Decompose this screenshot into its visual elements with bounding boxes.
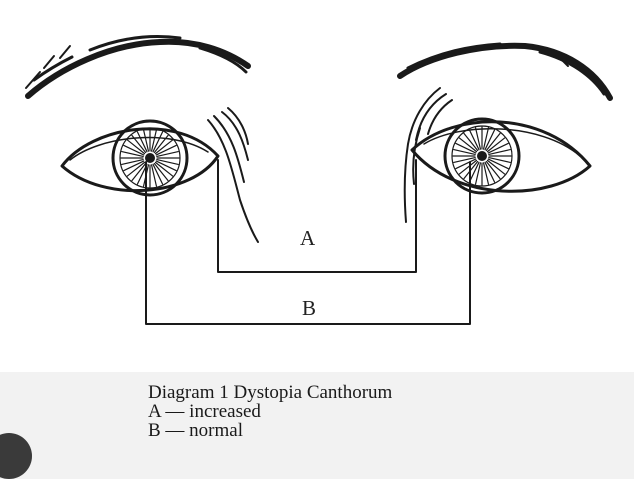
caption-title: Diagram 1 Dystopia Canthorum	[148, 382, 393, 403]
iris-ray	[453, 148, 476, 156]
iris-ray	[154, 161, 174, 177]
iris-ray	[123, 144, 145, 156]
right-canthus-lines	[403, 87, 453, 223]
iris-ray	[156, 150, 179, 158]
iris-ray	[488, 148, 511, 156]
iris-ray	[153, 134, 169, 154]
iris-ray	[121, 150, 144, 158]
iris-ray	[484, 129, 496, 151]
iris-ray	[152, 163, 164, 185]
eyes-illustration	[25, 35, 613, 325]
iris-ray	[126, 139, 146, 155]
iris-ray	[155, 144, 177, 156]
iris-ray	[142, 129, 150, 152]
label-b: B	[302, 296, 317, 320]
iris-ray	[482, 127, 490, 150]
iris-ray	[455, 158, 477, 170]
iris-ray	[463, 132, 479, 152]
iris-ray	[482, 162, 490, 185]
iris-ray	[455, 142, 477, 154]
iris-ray	[474, 162, 482, 185]
iris-ray	[123, 160, 145, 172]
iris-ray	[154, 139, 174, 155]
iris-ray	[152, 131, 164, 153]
iris-ray	[458, 137, 478, 153]
iris-ray	[486, 137, 506, 153]
iris-ray	[485, 160, 501, 180]
iris-ray	[486, 159, 506, 175]
iris-ray	[150, 129, 158, 152]
iris-ray	[458, 159, 478, 175]
iris-ray	[150, 164, 158, 187]
left-eye	[60, 119, 220, 197]
left-eyebrow	[25, 35, 251, 99]
right-eye	[410, 117, 592, 195]
right-eyebrow	[397, 42, 613, 101]
iris-ray	[468, 161, 480, 183]
iris-ray	[487, 158, 509, 170]
label-a: A	[300, 226, 316, 250]
iris-ray	[136, 131, 148, 153]
bracket-b	[145, 161, 471, 325]
corner-circle	[0, 433, 32, 479]
bracket-a	[217, 159, 417, 273]
caption-line-b: B — normal	[148, 420, 243, 441]
iris-ray	[131, 162, 147, 182]
iris-ray	[153, 162, 169, 182]
iris-ray	[468, 129, 480, 151]
iris-ray	[131, 134, 147, 154]
iris-ray	[488, 156, 511, 164]
iris-ray	[485, 132, 501, 152]
iris-ray	[156, 158, 179, 166]
iris-ray	[155, 160, 177, 172]
caption: Diagram 1 Dystopia Canthorum A — increas…	[148, 383, 568, 440]
iris-ray	[484, 161, 496, 183]
caption-line-a: A — increased	[148, 401, 261, 422]
iris-ray	[487, 142, 509, 154]
left-canthus-lines	[207, 107, 259, 243]
iris-ray	[453, 156, 476, 164]
diagram-area: A B	[0, 0, 634, 372]
iris-ray	[121, 158, 144, 166]
iris-ray	[126, 161, 146, 177]
iris-ray	[474, 127, 482, 150]
